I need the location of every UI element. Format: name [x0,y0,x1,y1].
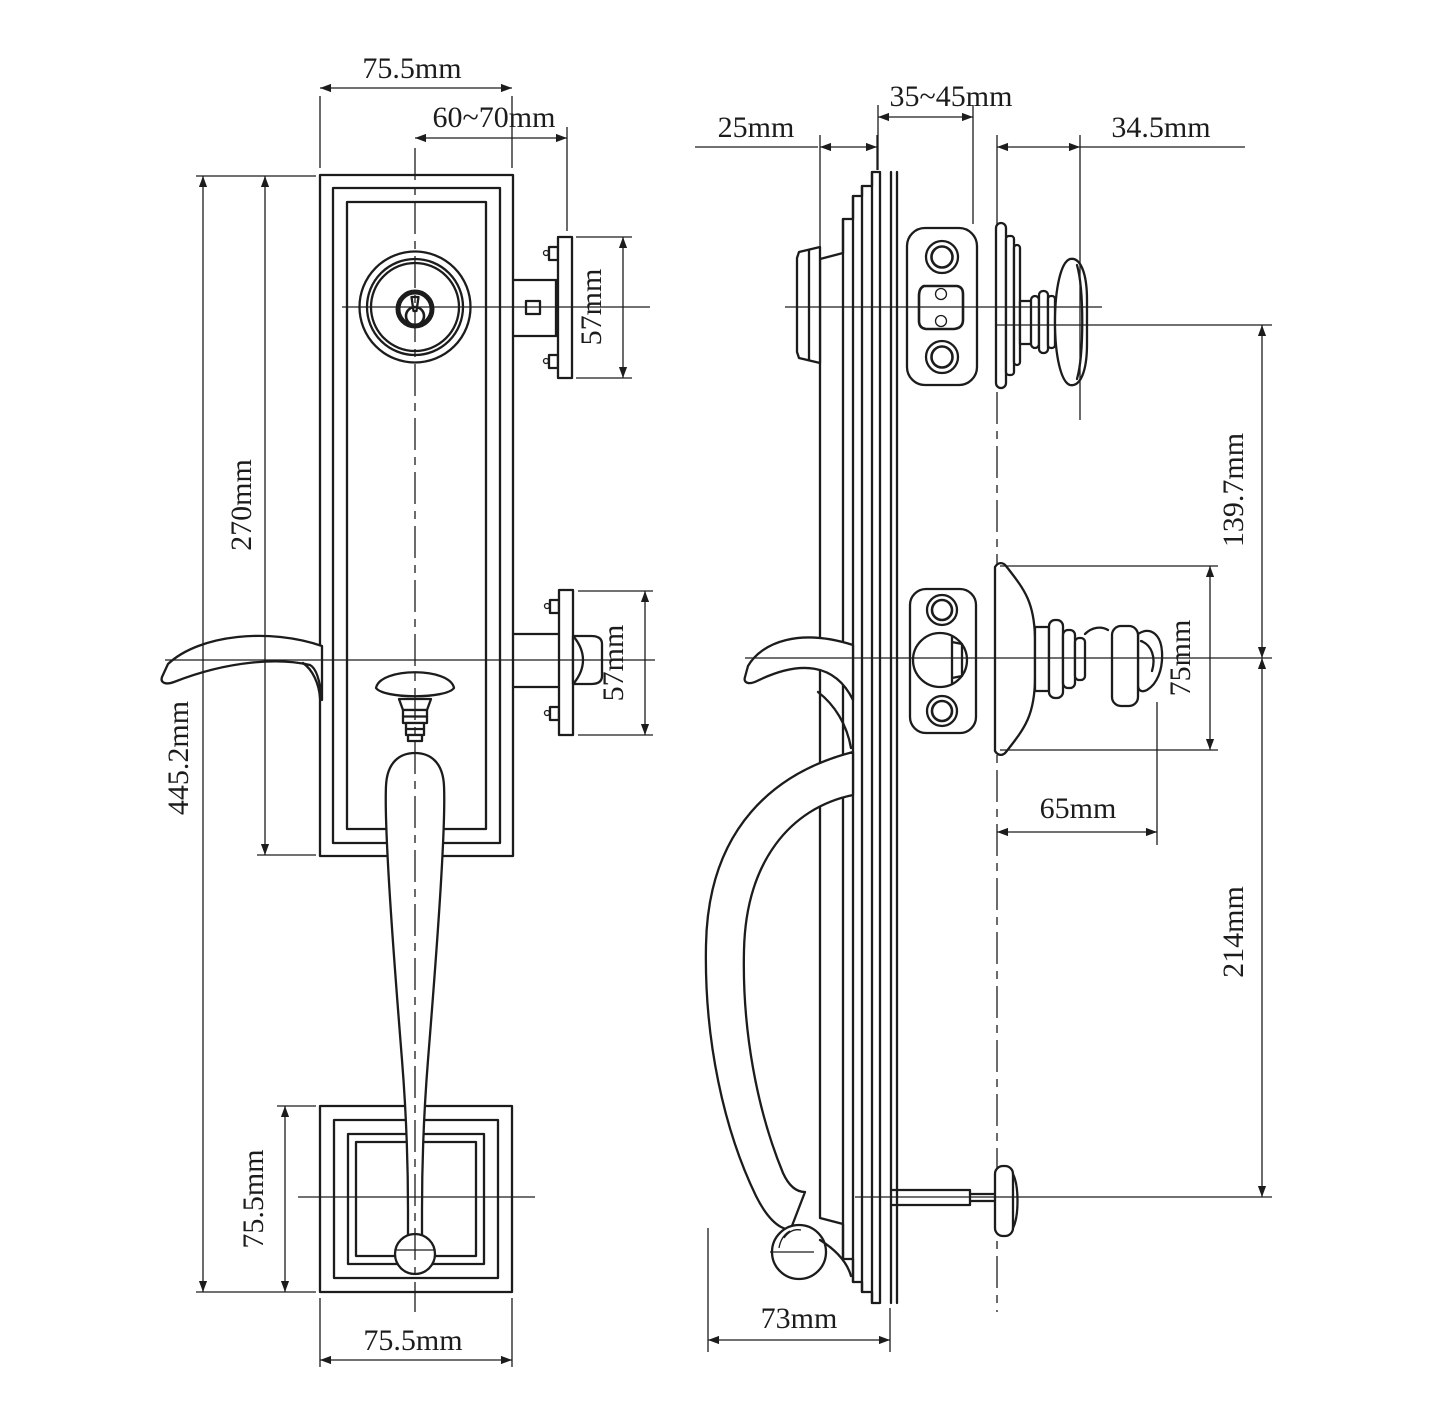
side-view: 25mm 35~45mm 34.5mm 139.7mm 75mm 65mm 21… [695,80,1272,1352]
deadbolt-cam-cutout [917,284,965,331]
side-spindle [889,1164,1019,1238]
dim-front-plate-width: 75.5mm [362,52,461,85]
latch-bolt [911,631,969,689]
spindle-cap [993,1164,1015,1238]
dim-latch-strike-height: 57mm [597,625,630,702]
dim-thumbturn-projection: 34.5mm [1111,111,1210,144]
front-view: 75.5mm 60~70mm 57mm 57mm 270mm 445.2mm [160,52,655,1367]
dim-deadbolt-strike-height: 57mm [575,269,608,346]
dim-front-backset: 60~70mm [433,101,556,134]
dim-bottom-plate-side: 75.5mm [237,1149,270,1248]
front-thumb-lever [160,634,324,702]
front-dimensions: 75.5mm 60~70mm 57mm 57mm 270mm 445.2mm [162,52,653,1367]
front-centerlines [165,148,655,1312]
dim-exterior-plate-depth: 25mm [718,111,795,144]
side-grip-handle [704,750,855,1281]
lever-back [1136,629,1164,693]
side-exterior-plate [795,170,899,1305]
dim-handle-lower-spacing: 214mm [1217,886,1250,978]
door-edge-lines [889,170,899,1305]
dim-front-plate-height: 270mm [225,459,258,551]
thumbturn-knob [1053,257,1089,387]
dim-bottom-plate-width: 75.5mm [363,1324,462,1357]
dim-front-overall-height: 445.2mm [162,701,195,815]
side-latch-faceplate [908,587,978,735]
dim-rosette-diameter: 75mm [1164,620,1197,697]
side-thumbturn [994,221,1089,390]
side-centerlines [745,306,1272,1198]
side-dimensions: 25mm 35~45mm 34.5mm 139.7mm 75mm 65mm 21… [695,80,1267,1352]
lever-grip [1110,624,1140,708]
dim-knob-center-spacing: 139.7mm [1217,433,1250,547]
dim-side-bottom-width: 73mm [761,1302,838,1335]
front-latch-strike [511,588,604,737]
side-thumb-lever [743,636,855,750]
dim-door-thickness: 35~45mm [890,80,1013,113]
dim-interior-projection: 65mm [1040,792,1117,825]
interior-rosette [993,561,1037,757]
side-interior-knob [993,561,1164,757]
